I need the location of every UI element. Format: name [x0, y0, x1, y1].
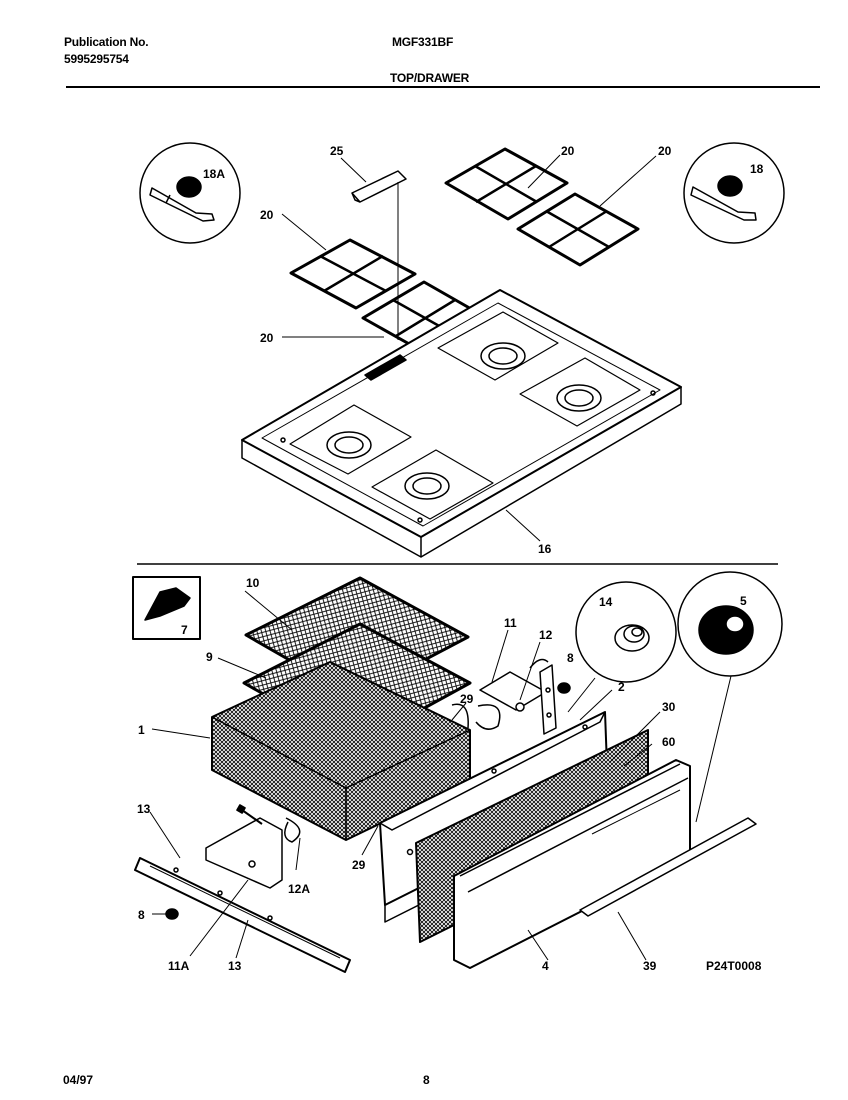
grate-left-back: [289, 238, 417, 310]
callout-13-top: 13: [137, 802, 151, 816]
callout-20-top-right: 20: [658, 144, 672, 158]
callout-11a: 11A: [168, 959, 190, 973]
detail-7-box: [132, 576, 201, 640]
publication-number: 5995295754: [64, 52, 129, 66]
detail-14-knob: [575, 581, 677, 683]
callout-12: 12: [539, 628, 553, 642]
callout-18a: 18A: [203, 167, 225, 181]
callout-60: 60: [662, 735, 676, 749]
part-12a-clip: [284, 817, 301, 843]
callout-14: 14: [599, 595, 613, 609]
publication-label: Publication No.: [64, 35, 149, 49]
callout-9: 9: [206, 650, 213, 664]
screw: [236, 804, 263, 825]
part-13-rail: [134, 857, 351, 973]
detail-18-spark-igniter: [683, 142, 785, 244]
callout-20-left-front: 20: [260, 331, 274, 345]
callout-4: 4: [542, 959, 549, 973]
part-12-bracket: [529, 658, 557, 735]
callout-11: 11: [504, 616, 517, 630]
callout-25: 25: [330, 144, 344, 158]
part-1-drawer: [211, 661, 501, 841]
header-rule: [66, 86, 820, 88]
callout-29-upper: 29: [460, 692, 474, 706]
callout-1: 1: [138, 723, 145, 737]
diagram-code: P24T0008: [706, 959, 762, 973]
callout-39: 39: [643, 959, 657, 973]
callout-8-bottom: 8: [138, 908, 145, 922]
callout-8-top: 8: [567, 651, 574, 665]
detail-18a-spark-igniter: [139, 142, 241, 244]
callout-12a: 12A: [288, 882, 310, 896]
part-39-rail: [579, 817, 757, 917]
callout-30: 30: [662, 700, 676, 714]
part-11a-bracket: [205, 817, 283, 889]
callout-20-left-back: 20: [260, 208, 274, 222]
section-title: TOP/DRAWER: [390, 71, 470, 85]
grate-top-right: [516, 192, 640, 267]
page-number: 8: [423, 1073, 430, 1087]
part-25-bracket: [340, 157, 407, 340]
model-number: MGF331BF: [392, 35, 454, 49]
callout-7: 7: [181, 623, 188, 637]
callout-16: 16: [538, 542, 552, 556]
callout-18: 18: [750, 162, 764, 176]
callout-2: 2: [618, 680, 625, 694]
callout-20-top-left: 20: [561, 144, 575, 158]
part-8-nut-top: [557, 682, 571, 694]
part-8-nut-bottom: [152, 908, 179, 920]
detail-5-roller: [677, 571, 783, 677]
callout-29-lower: 29: [352, 858, 366, 872]
part-16-cooktop: [241, 289, 682, 558]
callout-5: 5: [740, 594, 747, 608]
footer-date: 04/97: [63, 1073, 94, 1087]
callout-10: 10: [246, 576, 260, 590]
callout-13-bottom: 13: [228, 959, 242, 973]
grate-top-left: [444, 147, 569, 221]
